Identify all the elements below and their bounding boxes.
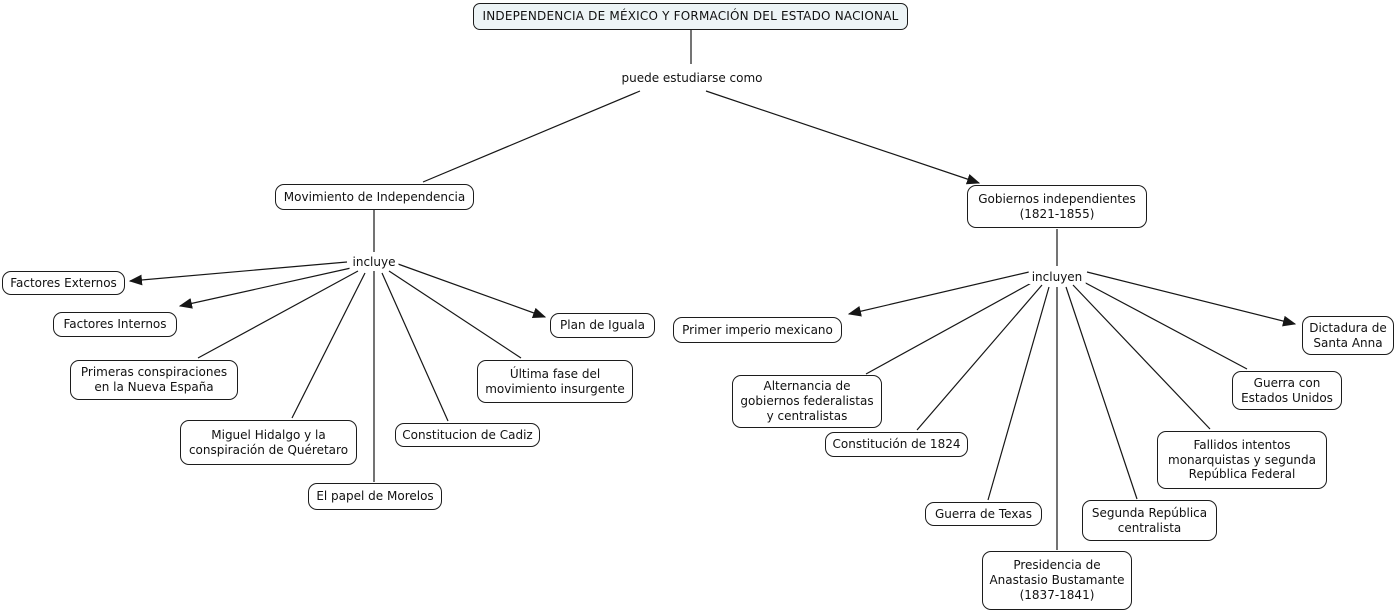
edge-line (397, 263, 547, 319)
node-text: monarquistas y segunda (1168, 452, 1316, 467)
connector-label-incluyen[interactable]: incluyen (1028, 270, 1086, 284)
edge-lines (128, 30, 1297, 550)
edge-line (1065, 286, 1138, 500)
node-text: gobiernos federalistas (740, 394, 874, 409)
node-el-papel-de-morelos[interactable]: El papel de Morelos (308, 483, 442, 510)
edge-line (1079, 279, 1248, 370)
node-text: Plan de Iguala (560, 318, 645, 333)
node-text: Última fase del (509, 366, 601, 381)
connector-label-incluye[interactable]: incluye (349, 255, 399, 269)
node-text: El papel de Morelos (316, 489, 434, 504)
node-text: centralista (1117, 520, 1182, 535)
node-text: Constitucion de Cadiz (402, 427, 533, 442)
node-text: INDEPENDENCIA DE MÉXICO Y FORMACIÓN DEL … (482, 9, 899, 24)
node-text: Movimiento de Independencia (283, 189, 466, 204)
node-text: Santa Anna (1313, 335, 1383, 350)
node-guerra-de-texas[interactable]: Guerra de Texas (925, 502, 1042, 526)
node-text: Guerra con (1253, 375, 1321, 390)
node-factores-internos[interactable]: Factores Internos (53, 312, 177, 337)
node-text: Segunda República (1091, 505, 1208, 520)
node-text: Guerra de Texas (934, 506, 1033, 521)
edge-line (865, 280, 1036, 375)
edge-line (705, 90, 981, 185)
node-factores-externos[interactable]: Factores Externos (2, 271, 125, 295)
node-text: Dictadura de (1309, 320, 1387, 335)
node-constitucion-de-cadiz[interactable]: Constitucion de Cadiz (395, 423, 540, 447)
edge-line (987, 286, 1050, 501)
node-text: Fallidos intentos (1193, 437, 1291, 452)
node-text: movimiento insurgente (485, 381, 625, 396)
node-text: en la Nueva España (94, 380, 214, 394)
node-text: (1837-1841) (1019, 587, 1095, 602)
edge-line (422, 90, 641, 183)
edge-line (916, 284, 1043, 431)
node-text: Estados Unidos (1241, 390, 1333, 405)
node-text: Primer imperio mexicano (682, 322, 833, 337)
node-text: Constitución de 1824 (832, 437, 961, 452)
node-primer-imperio-mexicano[interactable]: Primer imperio mexicano (673, 317, 842, 343)
edge-line (1086, 271, 1297, 327)
edge-line (1072, 284, 1211, 430)
node-text: Primeras conspiraciones (80, 365, 228, 380)
edge-line (178, 267, 352, 309)
node-text: República Federal (1188, 467, 1296, 482)
node-text: Miguel Hidalgo y la (211, 427, 326, 442)
node-text: conspiración de Quéretaro (188, 442, 349, 457)
node-title[interactable]: INDEPENDENCIA DE MÉXICO Y FORMACIÓN DEL … (473, 3, 908, 30)
edge-line (381, 272, 449, 422)
edge-line (128, 261, 348, 286)
node-movimiento-de-independencia[interactable]: Movimiento de Independencia (275, 184, 474, 210)
node-gobiernos-independientes[interactable]: Gobiernos independientes(1821-1855) (967, 185, 1147, 228)
node-text: Anastasio Bustamante (989, 573, 1125, 588)
edge-line (291, 272, 366, 419)
node-text: (1821-1855) (1019, 206, 1095, 221)
node-text: y centralistas (766, 408, 848, 423)
node-text: Presidencia de (1013, 558, 1101, 573)
connector-label-puede-estudiarse-como[interactable]: puede estudiarse como (618, 71, 766, 85)
edge-line (388, 270, 522, 359)
node-text: Alternancia de (763, 379, 851, 394)
edge-line (847, 271, 1030, 317)
node-text: Factores Internos (63, 317, 167, 332)
node-plan-de-iguala[interactable]: Plan de Iguala (550, 313, 655, 338)
node-constitucion-de-1824[interactable]: Constitución de 1824 (825, 432, 968, 457)
edge-line (197, 270, 359, 359)
node-text: Factores Externos (10, 275, 117, 290)
node-text: Gobiernos independientes (978, 191, 1136, 206)
